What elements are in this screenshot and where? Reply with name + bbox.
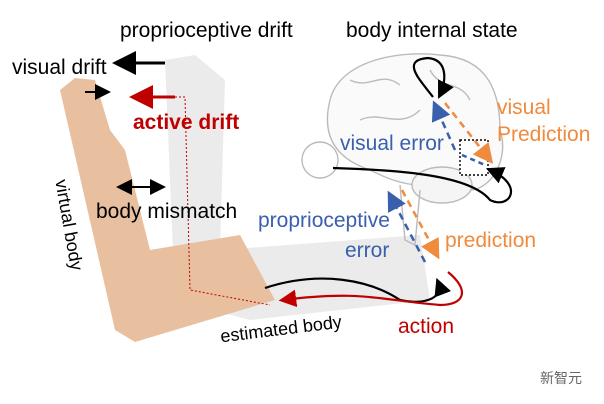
proprioceptive-error-label-1: proprioceptive: [258, 209, 390, 232]
action-label: action: [398, 315, 455, 338]
visual-error-label: visual error: [340, 132, 444, 155]
virtual-arm: [60, 78, 275, 342]
watermark: 新智元: [540, 371, 582, 387]
active-drift-label: active drift: [133, 111, 240, 134]
brain-illustration: [301, 53, 504, 247]
prediction-label: prediction: [445, 229, 537, 252]
body-internal-state-label: body internal state: [346, 19, 518, 42]
proprioceptive-drift-label: proprioceptive drift: [120, 19, 293, 42]
proprioceptive-error-label-2: error: [345, 239, 390, 262]
visual-prediction-label-1: visual: [497, 96, 551, 119]
visual-prediction-label-2: Prediction: [497, 123, 591, 146]
body-mismatch-label: body mismatch: [96, 200, 238, 223]
visual-drift-label: visual drift: [12, 56, 107, 79]
